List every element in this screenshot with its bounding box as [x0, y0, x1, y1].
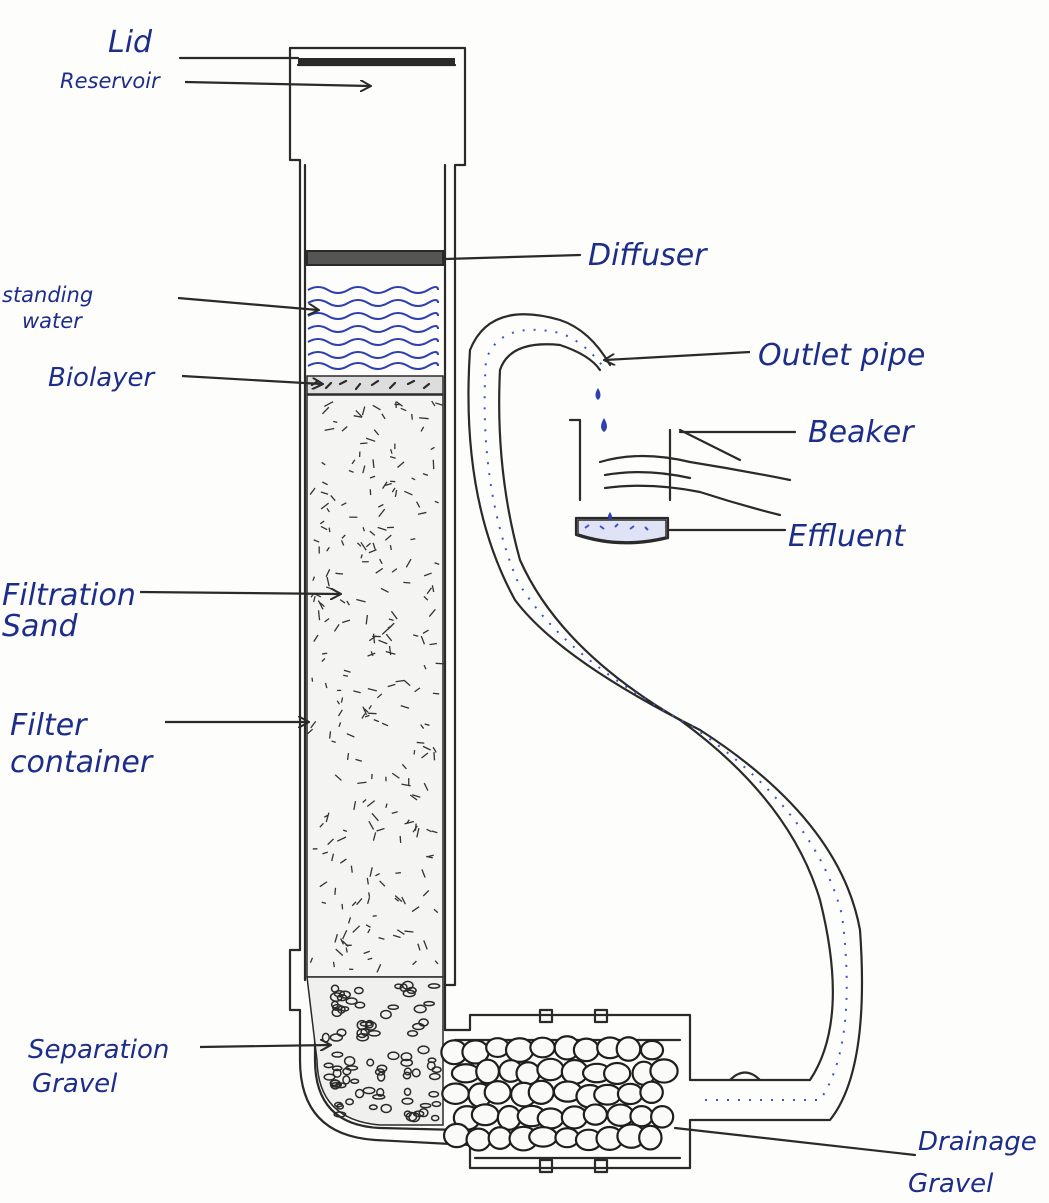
drainage-pebble — [650, 1059, 677, 1082]
drainage-pebble — [618, 1084, 643, 1104]
drainage-pebble — [537, 1059, 563, 1080]
drainage-pebble — [529, 1081, 554, 1104]
diffuser — [307, 251, 443, 265]
drainage-pebble — [640, 1082, 662, 1103]
drainage-pebble — [641, 1041, 663, 1059]
sand-grain — [335, 573, 343, 574]
sand-grain — [330, 731, 331, 738]
drainage-gravel — [441, 1036, 677, 1150]
sand-grain — [369, 892, 370, 896]
diffuser-pointer — [445, 255, 580, 259]
sand-grain — [333, 962, 334, 967]
sand-grain — [411, 539, 416, 540]
label-diffuser: Diffuser — [588, 238, 708, 273]
sand-grain — [417, 742, 425, 743]
label-lid: Lid — [108, 25, 153, 60]
sand-grain — [412, 414, 413, 420]
sand-grain — [329, 528, 330, 532]
label-filtration-sand-2: Sand — [2, 609, 78, 644]
drainage-pebble — [529, 1127, 557, 1147]
filtration-sand — [307, 395, 445, 977]
sand-grain — [322, 653, 327, 654]
drainage-pebble — [639, 1126, 661, 1150]
drainage-pebble — [530, 1038, 554, 1058]
label-effluent: Effluent — [788, 519, 906, 554]
label-standing-water-1: standing — [2, 283, 93, 307]
sand-grain — [434, 752, 435, 760]
outlet-pipe-arrow — [605, 352, 750, 360]
label-drainage-gravel-1: Drainage — [918, 1127, 1037, 1157]
sand-grain — [395, 873, 400, 874]
label-beaker: Beaker — [808, 415, 915, 450]
drainage-pebble — [617, 1037, 641, 1061]
leader-lines — [140, 58, 915, 1155]
label-filter-container-2: container — [10, 745, 154, 780]
sand-grain — [335, 888, 336, 895]
drainage-pebble — [444, 1124, 469, 1147]
label-filter-container-1: Filter — [10, 708, 88, 743]
drainage-pebble — [485, 1081, 511, 1103]
beaker — [570, 420, 670, 543]
biolayer — [307, 376, 443, 394]
outlet-pipe — [468, 314, 862, 1120]
hand — [600, 430, 790, 515]
drainage-pebble — [651, 1106, 673, 1127]
label-biolayer: Biolayer — [48, 363, 157, 393]
labels: Lid Reservoir Diffuser standing water Bi… — [2, 25, 1037, 1199]
label-separation-gravel-2: Gravel — [32, 1069, 118, 1099]
sand-grain — [374, 634, 375, 644]
standing-water-arrow — [178, 298, 318, 310]
drainage-pebble — [630, 1106, 652, 1126]
lid — [298, 58, 455, 65]
drainage-pebble — [574, 1039, 599, 1061]
sand-grain — [433, 693, 439, 694]
sand-grain — [351, 866, 352, 873]
sand-grain — [400, 836, 401, 843]
sand-grain — [346, 948, 347, 953]
sand-grain — [312, 678, 313, 682]
drainage-pebble — [476, 1060, 499, 1084]
label-separation-gravel-1: Separation — [28, 1035, 169, 1065]
reservoir-arrow — [185, 82, 370, 86]
drainage-pebble — [472, 1104, 499, 1125]
drainage-pebble — [604, 1063, 630, 1084]
water-drops — [596, 388, 608, 432]
label-reservoir: Reservoir — [60, 69, 161, 93]
separation-gravel — [307, 977, 443, 1125]
sand-grain — [373, 459, 374, 468]
sand-grain — [414, 750, 415, 754]
sand-grain — [436, 663, 445, 664]
drainage-pebble — [506, 1038, 533, 1062]
label-outlet-pipe: Outlet pipe — [758, 338, 925, 373]
drainage-gravel-pointer — [675, 1128, 915, 1155]
sand-grain — [390, 545, 391, 550]
drainage-pebble — [489, 1127, 512, 1149]
separation-gravel-arrow — [200, 1045, 330, 1047]
label-filtration-sand-1: Filtration — [2, 578, 136, 613]
drainage-pebble — [467, 1129, 491, 1151]
sand-grain — [403, 582, 410, 583]
sand-grain — [419, 418, 429, 419]
label-drainage-gravel-2: Gravel — [908, 1169, 994, 1199]
standing-water — [308, 287, 438, 369]
drainage-pebble — [584, 1104, 607, 1124]
drainage-pebble — [538, 1108, 564, 1128]
sand-grain — [360, 443, 367, 444]
label-standing-water-2: water — [22, 309, 83, 333]
drainage-pebble — [442, 1084, 469, 1104]
